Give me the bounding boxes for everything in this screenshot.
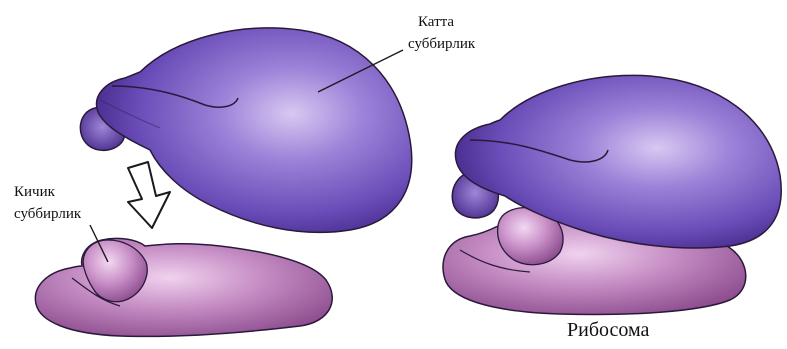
large-subunit-label-line1: Катта <box>418 14 454 30</box>
small-subunit-label-line1: Кичик <box>14 184 56 200</box>
down-arrow-icon <box>128 162 170 228</box>
small-subunit-label-line2: суббирлик <box>14 206 82 222</box>
large-subunit-label-line2: суббирлик <box>408 36 476 52</box>
ribosome-assembled <box>443 75 781 314</box>
ribosome-label: Рибосома <box>567 319 650 341</box>
small-subunit-body <box>35 238 332 336</box>
left-small-subunit <box>35 238 332 336</box>
